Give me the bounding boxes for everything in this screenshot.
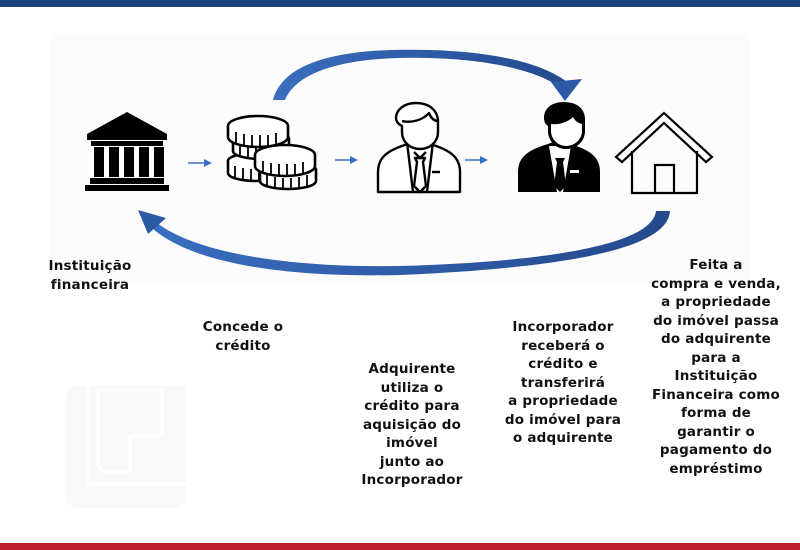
- label-line: crédito para: [364, 398, 460, 414]
- label-line: utiliza o: [380, 379, 444, 396]
- label-line: junto ao: [379, 453, 445, 470]
- label-line: o adquirente: [512, 430, 614, 446]
- label-imovel-garantia: Feita a compra e venda, a propriedade do…: [646, 256, 786, 478]
- label-line: Incorporador: [512, 319, 614, 335]
- label-line: do imóvel passa: [653, 312, 779, 329]
- label-line: Feita a: [689, 257, 743, 273]
- label-line: do imóvel para: [504, 411, 622, 428]
- top-brand-bar: [0, 0, 800, 7]
- label-line: Financeira como: [651, 386, 781, 403]
- bottom-brand-bar: [0, 543, 800, 550]
- label-incorporador: Incorporador receberá o crédito e transf…: [499, 318, 627, 448]
- label-line: Instituição: [674, 368, 758, 384]
- label-line: Adquirente: [368, 361, 456, 377]
- label-line: financeira: [50, 276, 130, 293]
- bank-icon: [85, 112, 169, 191]
- label-adquirente: Adquirente utiliza o crédito para aquisi…: [352, 360, 472, 490]
- small-arrow-2: [335, 156, 358, 164]
- curved-arrow-top: [273, 49, 582, 101]
- label-line: do adquirente: [661, 331, 771, 347]
- label-line: receberá o: [521, 337, 605, 354]
- label-line: a propriedade: [661, 294, 771, 310]
- label-line: Concede o: [202, 319, 284, 335]
- small-arrow-3: [465, 156, 488, 164]
- label-line: forma de: [680, 405, 752, 421]
- coins-icon: [226, 114, 318, 191]
- person-solid-icon: [518, 102, 600, 192]
- label-line: empréstimo: [669, 460, 763, 477]
- label-line: imóvel: [386, 435, 438, 451]
- label-line: aquisição do: [362, 416, 462, 433]
- label-line: garantir o: [677, 423, 755, 440]
- label-instituicao-financeira: Instituição financeira: [36, 257, 144, 294]
- label-concede-credito: Concede o crédito: [188, 318, 298, 355]
- label-line: Instituição: [48, 258, 132, 274]
- small-arrow-1: [188, 159, 212, 167]
- house-icon: [614, 111, 714, 195]
- label-line: a propriedade: [508, 393, 618, 409]
- label-line: pagamento do: [659, 442, 773, 458]
- label-line: para a: [691, 349, 741, 366]
- label-line: compra e venda,: [651, 275, 781, 292]
- person-outline-icon: [376, 101, 462, 194]
- label-line: crédito: [215, 337, 271, 354]
- curved-arrow-bottom: [138, 210, 670, 276]
- label-line: Incorporador: [361, 472, 463, 488]
- label-line: crédito e: [528, 356, 598, 372]
- label-line: transferirá: [520, 374, 606, 391]
- watermark-logo-icon: [66, 386, 186, 508]
